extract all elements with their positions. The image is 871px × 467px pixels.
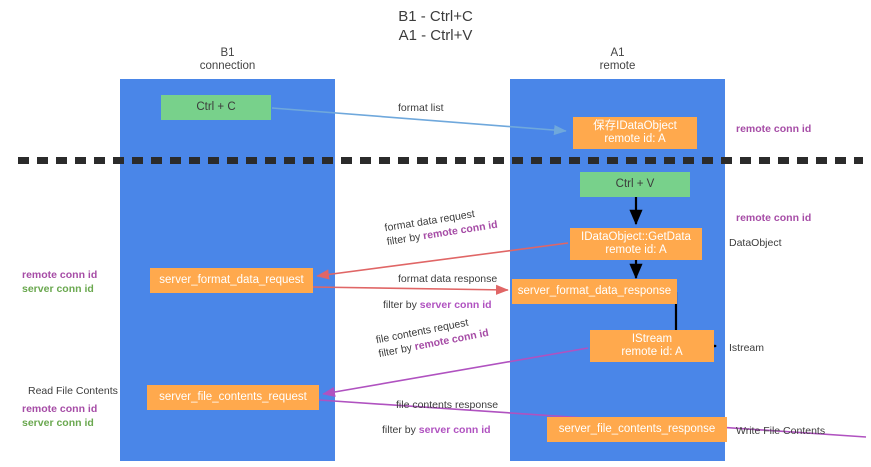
edge-label-file-contents-request: file contents request filter by remote c… [375,312,490,361]
node-server-file-contents-response-label: server_file_contents_response [558,422,716,435]
node-server-format-data-response[interactable]: server_format_data_response [512,279,677,304]
lane-header-a1-role: remote [599,60,636,72]
annotation-right-remote-conn-id-top: remote conn id [736,123,812,135]
annotation-left-conn-ids-top: remote conn id server conn id [22,268,97,296]
annotation-right-dataobject: DataObject [729,237,782,249]
annotation-left-remote-conn-id-top: remote conn id [22,269,98,281]
node-server-format-data-request[interactable]: server_format_data_request [150,268,313,293]
node-idataobject-getdata-title: IDataObject::GetData [581,230,691,243]
arrow-format-data-response [312,284,509,295]
lane-header-b1-role: connection [199,60,256,72]
node-save-idataobject-title: 保存IDataObject [593,119,677,132]
node-idataobject-getdata-subtitle: remote id: A [605,244,667,256]
node-save-idataobject[interactable]: 保存IDataObject remote id: A [573,117,697,149]
edge-label-format-data-request: format data request filter by remote con… [384,204,499,249]
node-ctrl-v[interactable]: Ctrl + V [580,172,690,197]
node-server-file-contents-request-label: server_file_contents_request [159,390,307,403]
annotation-right-istream: Istream [729,342,765,354]
edge-label-format-list: format list [398,102,444,114]
node-istream-subtitle: remote id: A [621,346,683,358]
page-title-line-1: B1 - Ctrl+C [398,8,473,25]
annotation-left-conn-ids-bottom: remote conn id server conn id [22,402,97,430]
annotation-left-server-conn-id-bottom: server conn id [22,417,94,429]
annotation-left-server-conn-id-top: server conn id [22,283,94,295]
edge-label-format-data-response: format data response [398,273,498,285]
annotation-right-remote-conn-id-mid: remote conn id [736,212,812,224]
key-server-conn-id: server conn id [418,424,491,436]
filter-prefix: filter by [382,424,419,436]
node-istream-title: IStream [631,332,673,345]
annotation-right-write-file-contents: Write File Contents [736,425,826,437]
page-title-line-2: A1 - Ctrl+V [398,27,473,44]
node-ctrl-c-label: Ctrl + C [196,100,236,113]
node-istream[interactable]: IStream remote id: A [590,330,714,362]
node-server-file-contents-response[interactable]: server_file_contents_response [547,417,727,442]
node-server-format-data-response-label: server_format_data_response [517,284,672,297]
node-idataobject-getdata[interactable]: IDataObject::GetData remote id: A [570,228,702,260]
filter-prefix: filter by [383,299,420,311]
phase-divider [18,157,863,164]
edge-label-file-contents-response: file contents response [396,399,499,411]
lane-header-b1: B1 connection [120,47,335,73]
node-ctrl-c[interactable]: Ctrl + C [161,95,271,120]
lane-header-a1: A1 remote [510,47,725,73]
node-save-idataobject-subtitle: remote id: A [604,133,666,145]
lane-header-a1-name: A1 [610,47,625,59]
edge-label-format-data-response-filter: filter by server conn id [383,298,492,312]
annotation-left-remote-conn-id-bottom: remote conn id [22,403,98,415]
edge-label-file-contents-response-filter: filter by server conn id [382,423,491,437]
node-server-file-contents-request[interactable]: server_file_contents_request [147,385,319,410]
lane-header-b1-name: B1 [220,47,235,59]
node-server-format-data-request-label: server_format_data_request [159,273,304,286]
node-ctrl-v-label: Ctrl + V [615,177,655,190]
key-server-conn-id: server conn id [419,299,492,311]
annotation-left-read-file-contents: Read File Contents [28,385,118,397]
